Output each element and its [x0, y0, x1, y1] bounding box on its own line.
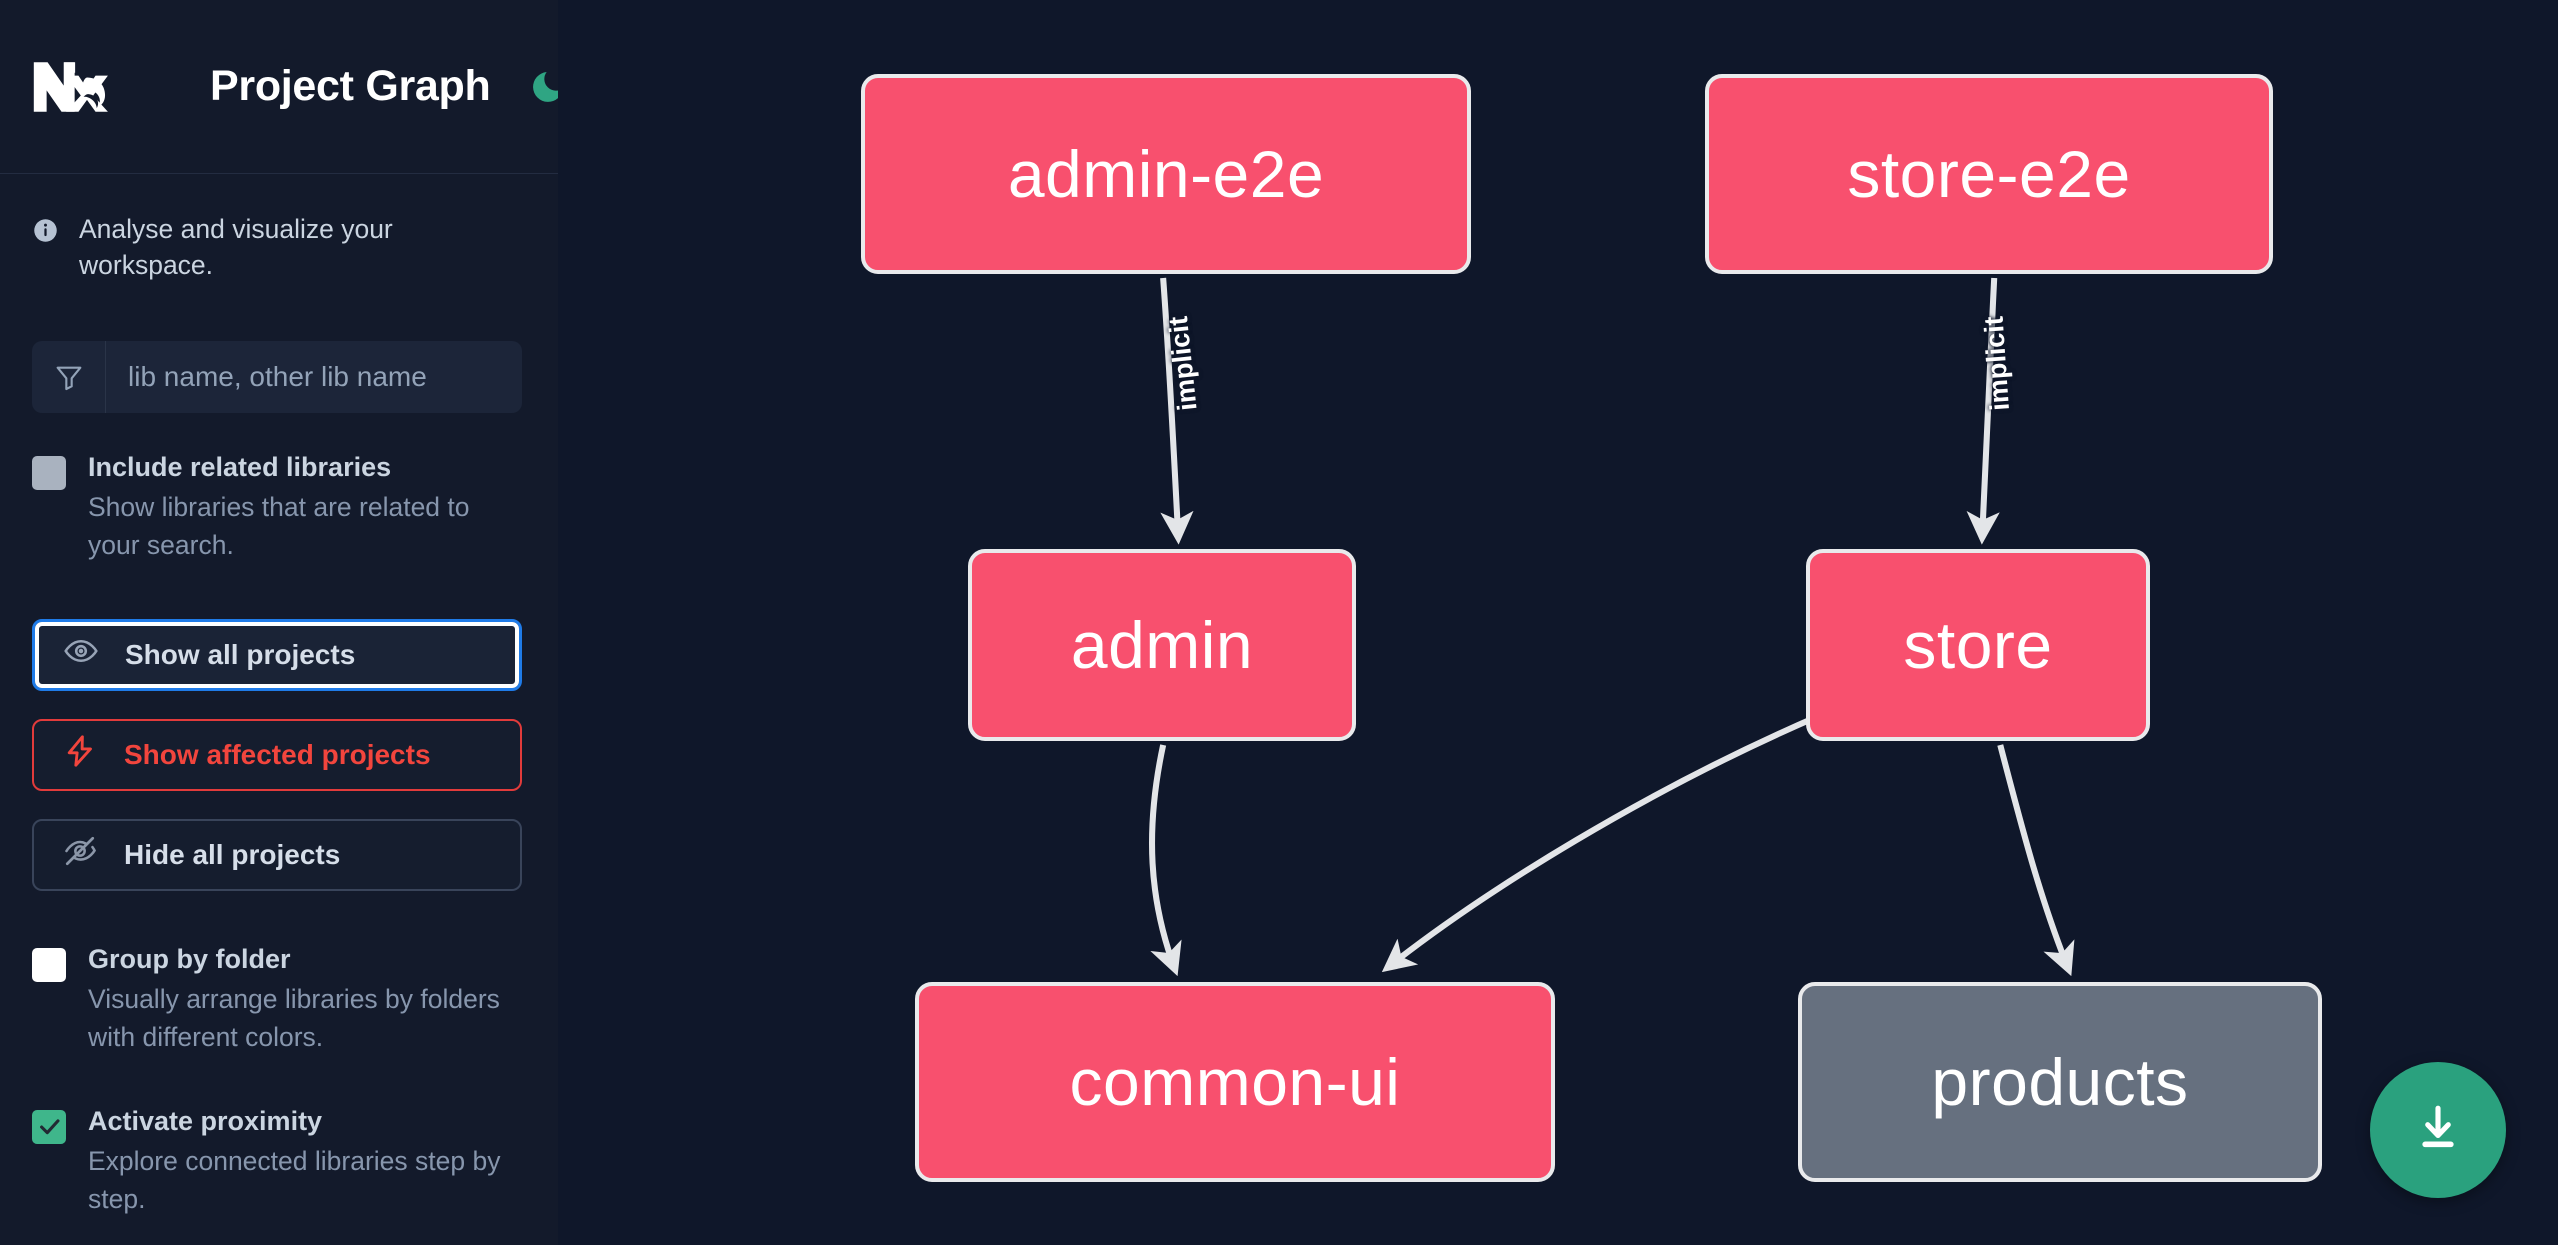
projects-button-group: Show all projects Show affected projects: [32, 618, 522, 891]
hide-all-projects-label: Hide all projects: [124, 838, 341, 870]
sidebar-header: Project Graph: [0, 0, 558, 174]
sidebar-body: Analyse and visualize your workspace. In…: [0, 174, 558, 1219]
search-field-wrapper: [32, 340, 522, 413]
edge-label-implicit-admin: implicit: [1162, 314, 1203, 413]
info-circle-icon: [32, 217, 59, 244]
activate-proximity-checkbox[interactable]: [32, 1109, 66, 1144]
eye-off-icon: [62, 833, 98, 876]
graph-node-admin-e2e-label: admin-e2e: [1007, 137, 1325, 211]
edge-store-to-common-ui: [1381, 713, 1820, 973]
page-title: Project Graph: [210, 62, 491, 110]
show-all-projects-label: Show all projects: [125, 638, 356, 670]
graph-node-store[interactable]: store: [1806, 549, 2150, 741]
include-related-libraries-label: Include related libraries: [88, 451, 392, 482]
option-group-by-folder[interactable]: Group by folder Visually arrange librari…: [0, 943, 558, 1057]
group-by-folder-label: Group by folder: [88, 943, 291, 974]
graph-node-store-e2e[interactable]: store-e2e: [1705, 74, 2273, 274]
show-affected-projects-label: Show affected projects: [124, 738, 431, 770]
graph-node-admin-e2e[interactable]: admin-e2e: [861, 74, 1471, 274]
nx-logo-icon: [30, 56, 125, 118]
edge-store-to-products: [1997, 744, 2075, 977]
graph-canvas[interactable]: implicit implicit admin-e2e store-e2e ad…: [558, 0, 2558, 1245]
moon-icon[interactable]: [528, 66, 558, 108]
lightning-bolt-icon: [62, 733, 98, 776]
info-banner: Analyse and visualize your workspace.: [0, 174, 558, 284]
eye-icon: [63, 633, 99, 676]
display-options: Group by folder Visually arrange librari…: [0, 943, 558, 1219]
show-all-projects-button[interactable]: Show all projects: [32, 618, 522, 691]
graph-node-store-e2e-label: store-e2e: [1847, 137, 2131, 211]
filter-icon: [32, 340, 106, 413]
hide-all-projects-button[interactable]: Hide all projects: [32, 818, 522, 891]
include-related-libraries-description: Show libraries that are related to your …: [88, 492, 470, 560]
activate-proximity-description: Explore connected libraries step by step…: [88, 1146, 501, 1214]
graph-node-common-ui-label: common-ui: [1069, 1045, 1401, 1119]
graph-node-products[interactable]: products: [1798, 982, 2322, 1182]
graph-node-admin[interactable]: admin: [968, 549, 1356, 741]
edge-admin-to-common-ui: [1149, 744, 1182, 977]
group-by-folder-description: Visually arrange libraries by folders wi…: [88, 984, 500, 1052]
graph-node-admin-label: admin: [1070, 608, 1254, 682]
graph-node-products-label: products: [1931, 1045, 2189, 1119]
search-input[interactable]: [106, 340, 522, 413]
edge-label-implicit-store: implicit: [1978, 315, 2016, 412]
include-related-libraries-checkbox[interactable]: [32, 455, 66, 490]
graph-node-store-label: store: [1903, 608, 2053, 682]
download-icon: [2410, 1100, 2466, 1161]
group-by-folder-checkbox[interactable]: [32, 947, 66, 982]
download-button[interactable]: [2370, 1062, 2506, 1198]
option-activate-proximity[interactable]: Activate proximity Explore connected lib…: [0, 1105, 558, 1219]
graph-node-common-ui[interactable]: common-ui: [915, 982, 1555, 1182]
option-include-related-libraries[interactable]: Include related libraries Show libraries…: [0, 451, 558, 565]
sidebar: Project Graph Analyse and visualize your…: [0, 0, 558, 1245]
activate-proximity-label: Activate proximity: [88, 1105, 323, 1136]
info-text: Analyse and visualize your workspace.: [79, 214, 393, 280]
show-affected-projects-button[interactable]: Show affected projects: [32, 718, 522, 791]
